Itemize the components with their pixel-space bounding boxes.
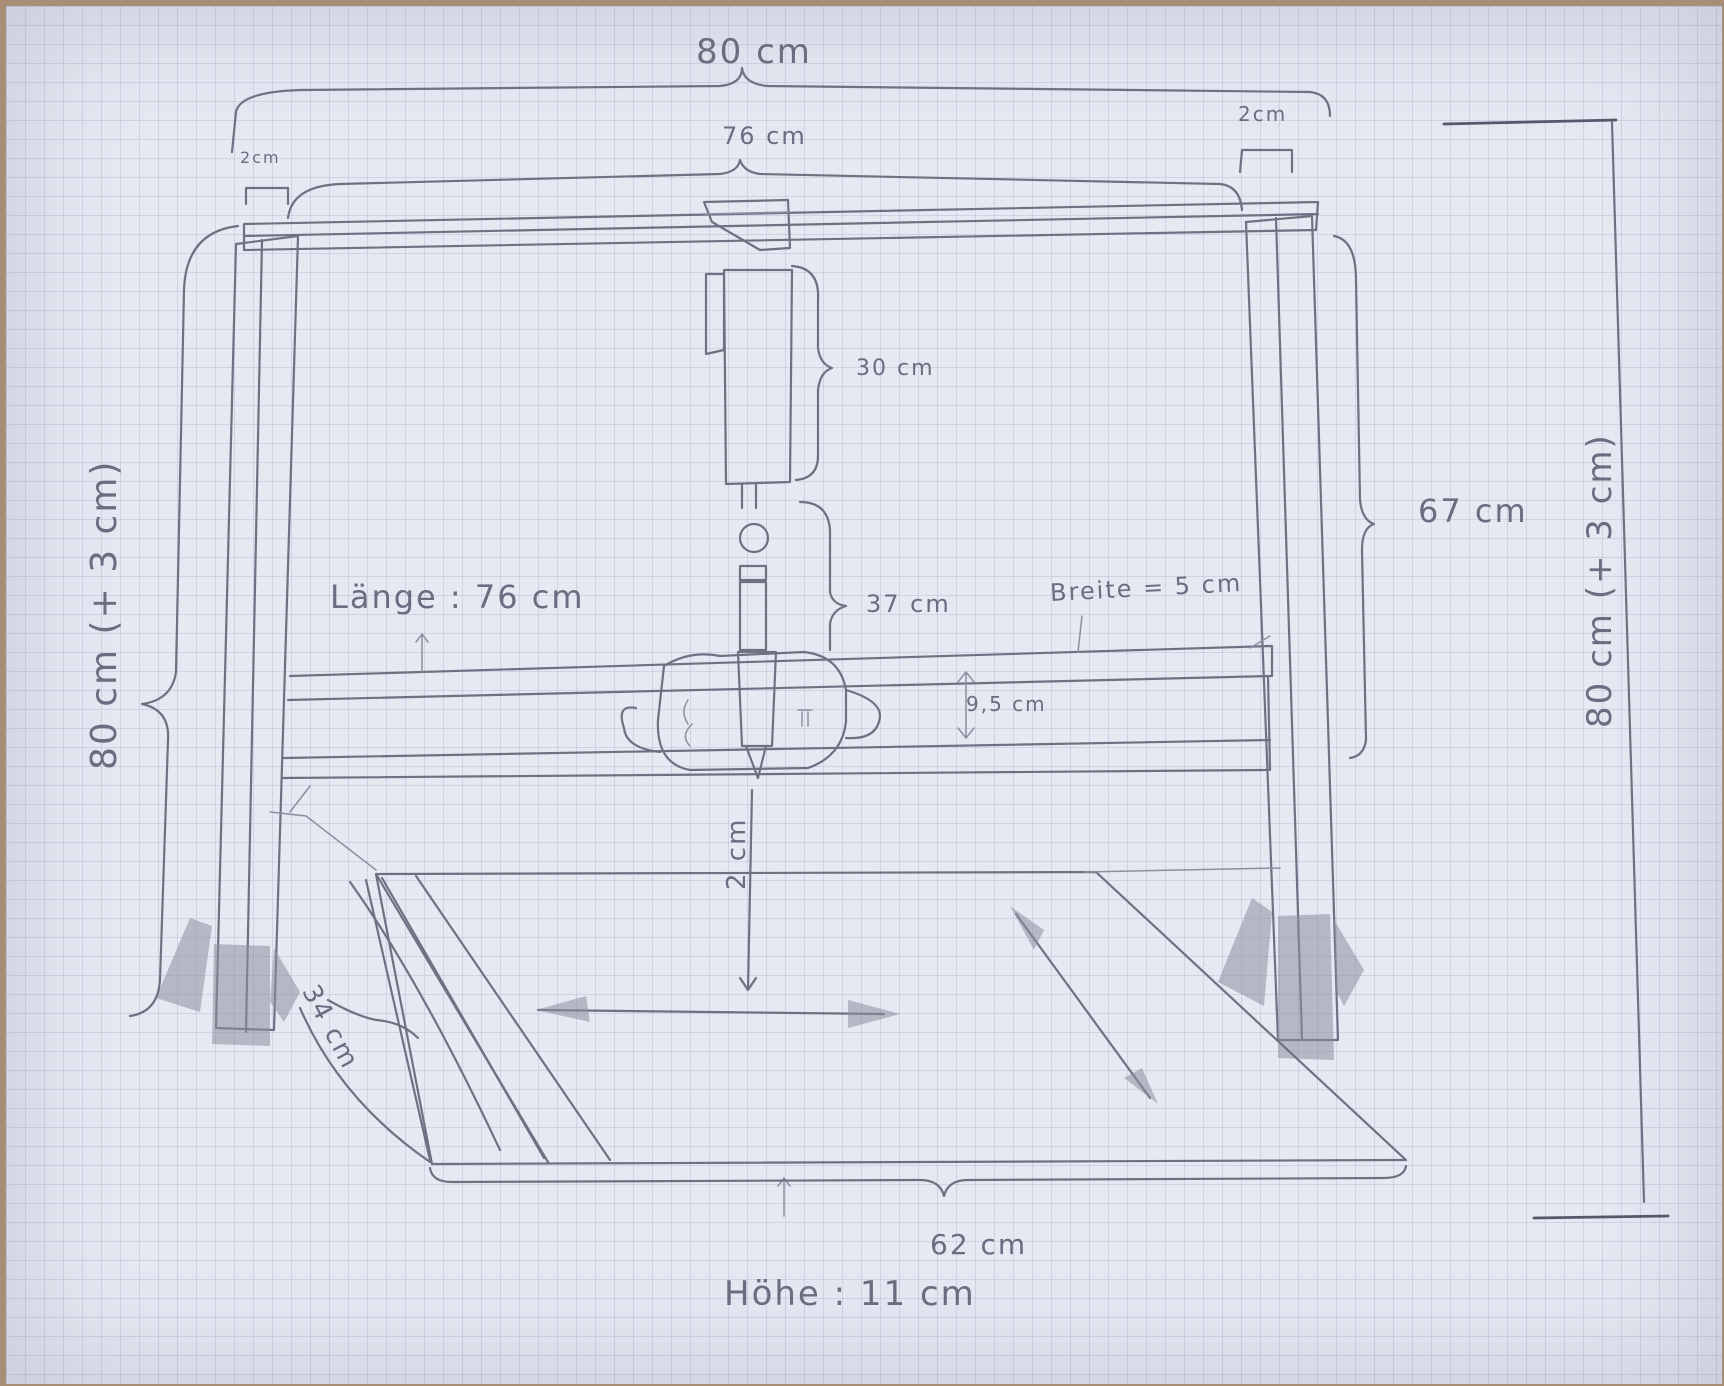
motor-length-label: 30 cm (856, 356, 935, 381)
total-width-label: 80 cm (696, 32, 812, 72)
right-foot-right (1334, 920, 1364, 1006)
gantry-beam (280, 644, 1274, 780)
table-depth-bracket (326, 998, 420, 1040)
post-width-label-right: 2cm (1238, 102, 1288, 126)
spindle-length-bracket (798, 500, 848, 652)
spindle-length-label: 37 cm (866, 590, 951, 618)
motor-length-bracket (790, 264, 834, 482)
post-width-label-left: 2cm (240, 148, 281, 167)
post-width-bracket-left (244, 186, 290, 206)
table-rail (348, 874, 612, 1162)
left-post (214, 234, 300, 1034)
left-height-bracket (128, 224, 240, 1018)
right-inner-height-bracket (1332, 234, 1376, 760)
inner-width-label: 76 cm (722, 122, 807, 150)
right-height-bottom-cap (1532, 1214, 1670, 1220)
right-foot-front (1278, 914, 1334, 1060)
left-foot-front (212, 944, 270, 1046)
right-post (1244, 214, 1340, 1042)
spindle-motor (704, 268, 794, 510)
post-width-bracket-right (1238, 148, 1294, 174)
right-height-label: 80 cm (+ 3 cm) (1580, 433, 1620, 728)
right-inner-height-label: 67 cm (1418, 492, 1528, 530)
spindle-body (736, 580, 778, 780)
table-width-bracket (428, 1164, 1408, 1198)
left-height-label: 80 cm (+ 3 cm) (84, 459, 125, 770)
beam-height-arrow (957, 670, 975, 740)
beam-length-label: Länge : 76 cm (330, 578, 585, 616)
top-carriage (702, 198, 792, 252)
table-width-label: 62 cm (930, 1228, 1028, 1261)
table-y-arrow (1014, 912, 1152, 1100)
tool-gap-arrow (738, 788, 758, 992)
right-height-top-cap (1442, 118, 1618, 126)
right-foot-left (1218, 898, 1272, 1006)
total-width-bracket (230, 66, 1332, 154)
right-height-line (1610, 120, 1646, 1204)
spindle-coupling (738, 522, 770, 554)
table-height-label: Höhe : 11 cm (724, 1274, 976, 1314)
gantry-carriage (656, 650, 848, 772)
beam-height-label: 9,5 cm (966, 692, 1047, 716)
left-foot-left (156, 918, 212, 1012)
table-x-arrow (536, 1008, 886, 1016)
tool-gap-label: 2 cm (722, 817, 752, 890)
inner-width-bracket (286, 158, 1244, 220)
left-foot-right (270, 948, 300, 1022)
top-crossbar (242, 200, 1320, 252)
